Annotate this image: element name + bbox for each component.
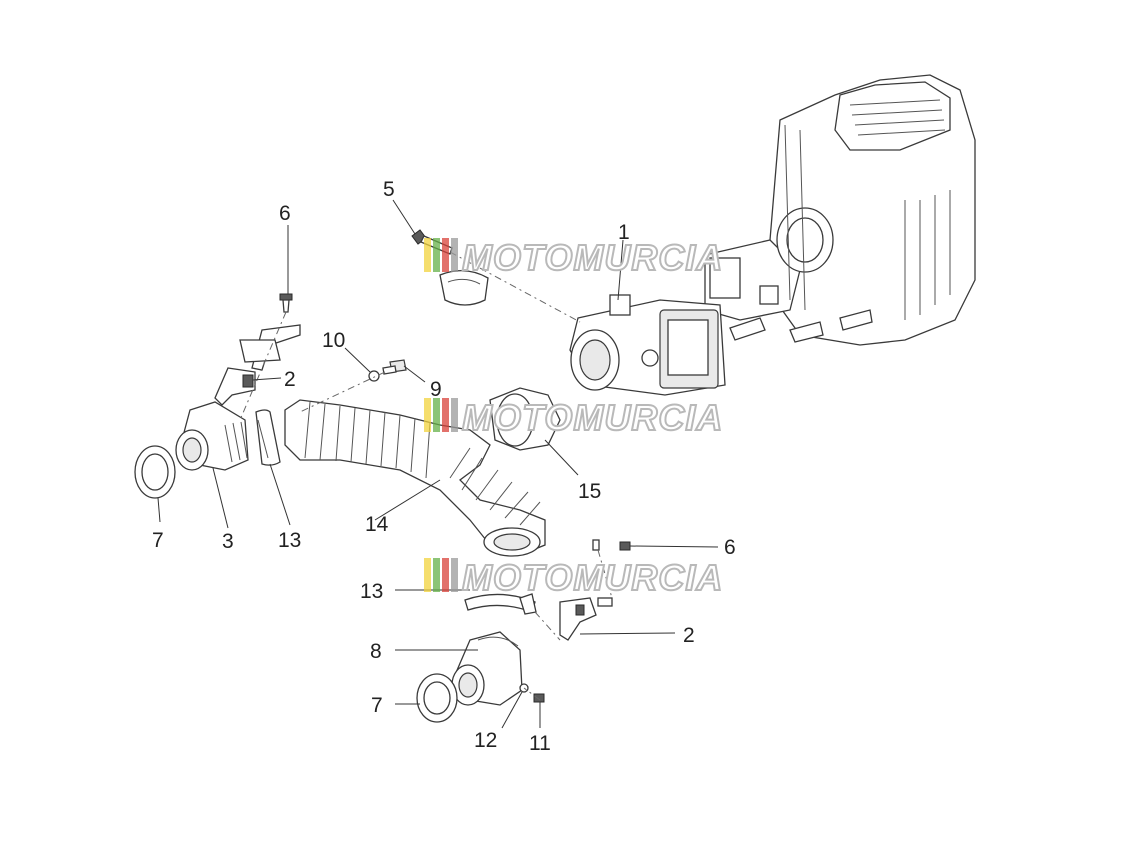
callout-10: 10: [322, 329, 345, 352]
injector-2-lower: [559, 597, 613, 641]
airbox-housing: [704, 74, 976, 346]
leader-lines: [157, 199, 719, 729]
gasket-7-upper: [134, 445, 176, 499]
clamp-upper: [439, 270, 489, 306]
watermark-middle: MOTOMURCIA: [424, 396, 723, 439]
watermark-text: MOTOMURCIA: [462, 397, 723, 438]
callout-6-lower: 6: [724, 536, 736, 559]
callout-7-upper: 7: [152, 529, 164, 552]
callout-3: 3: [222, 530, 234, 553]
screw-11: [533, 693, 545, 703]
callout-14: 14: [365, 513, 389, 536]
callout-9: 9: [430, 378, 442, 401]
injector-bracket-upper: [239, 324, 301, 371]
throttle-body: [569, 294, 726, 396]
callout-13-left: 13: [278, 529, 301, 552]
callout-11: 11: [529, 732, 551, 755]
y-hose-14: [284, 399, 546, 557]
callout-1: 1: [618, 221, 630, 244]
washer-10: [368, 370, 380, 382]
callout-15: 15: [578, 480, 601, 503]
callout-7-lower: 7: [371, 694, 383, 717]
screw-6-upper: [279, 293, 293, 313]
callout-13-lower: 13: [360, 580, 383, 603]
watermark-top: MOTOMURCIA: [424, 236, 723, 279]
hose-clamp-13-lower: [464, 593, 537, 615]
injector-2-upper: [214, 367, 256, 406]
callout-5: 5: [383, 178, 395, 201]
watermark-text: MOTOMURCIA: [462, 557, 723, 598]
callout-labels: 1 5 6 2 10 9 7 3 13 14 15 6 13 2 8 7 12 …: [152, 178, 736, 755]
callout-8: 8: [370, 640, 382, 663]
manifold-3: [175, 401, 249, 471]
hose-clamp-13-left: [255, 409, 281, 466]
callout-2-upper: 2: [284, 368, 296, 391]
callout-6-upper: 6: [279, 202, 291, 225]
screw-6-lower: [592, 539, 631, 551]
assembly-lines: [239, 251, 613, 701]
gasket-7-lower: [416, 673, 458, 723]
callout-12: 12: [474, 729, 497, 752]
watermark-text: MOTOMURCIA: [462, 237, 723, 278]
watermark-bottom: MOTOMURCIA: [424, 556, 723, 599]
callout-2-lower: 2: [683, 624, 695, 647]
hose-15: [489, 387, 561, 451]
screw-9: [382, 359, 407, 375]
manifold-8: [451, 631, 523, 706]
